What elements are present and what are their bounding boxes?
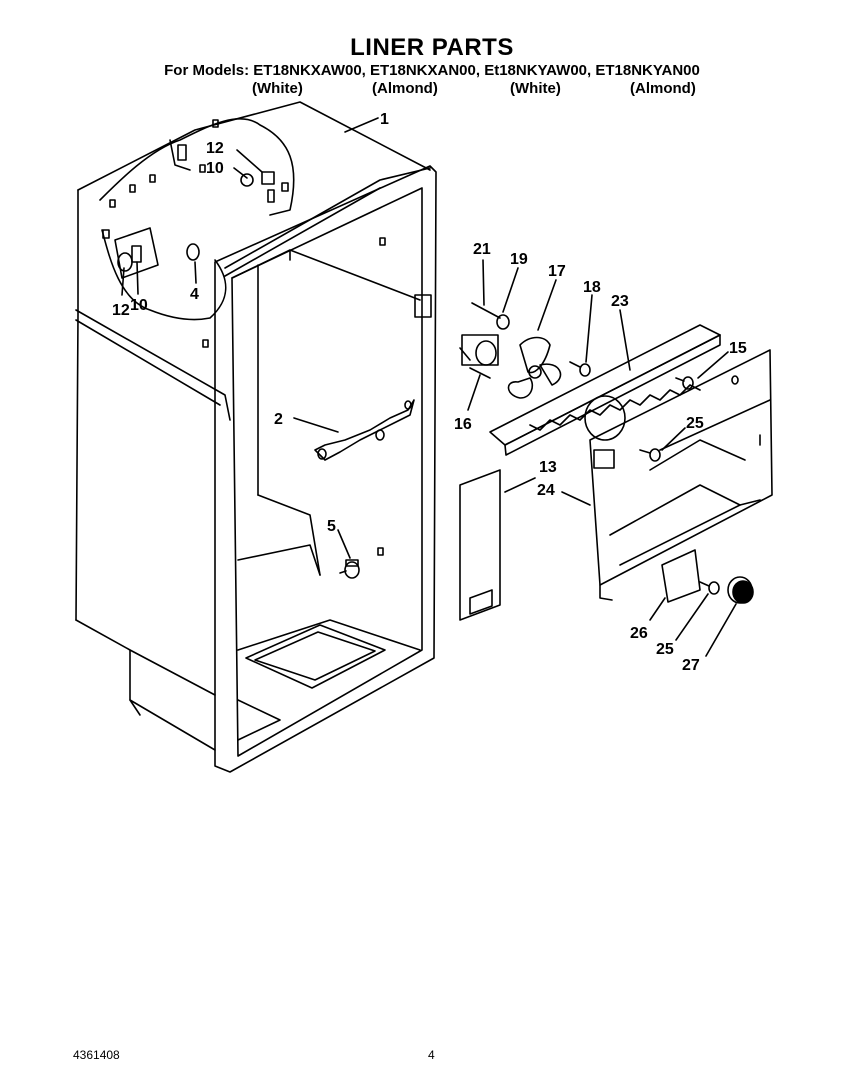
callout-1: 1 (380, 111, 389, 128)
callout-5: 5 (327, 518, 336, 535)
callout-21: 21 (473, 241, 491, 258)
callout-23: 23 (611, 293, 629, 310)
part-screw-25 (640, 449, 719, 594)
part-panel-13 (460, 470, 500, 620)
callout-24: 24 (537, 482, 555, 499)
callout-12-left: 12 (112, 302, 130, 319)
leader-lines (122, 118, 736, 656)
part-duct-23 (490, 325, 720, 455)
callout-2: 2 (274, 411, 283, 428)
callout-25-lower: 25 (656, 641, 674, 658)
part-screw-18 (570, 362, 590, 376)
liner-cabinet (76, 102, 436, 772)
callout-26: 26 (630, 625, 648, 642)
color-label-almond-2: (Almond) (630, 80, 696, 97)
color-label-white-2: (White) (510, 80, 561, 97)
callout-10-top: 10 (206, 160, 224, 177)
callout-17: 17 (548, 263, 566, 280)
page-number: 4 (428, 1048, 435, 1062)
page-title: LINER PARTS (350, 34, 514, 61)
callout-15: 15 (729, 340, 747, 357)
callout-16: 16 (454, 416, 472, 433)
document-number: 4361408 (73, 1048, 120, 1062)
callout-25-upper: 25 (686, 415, 704, 432)
fan-motor-assembly (460, 303, 561, 398)
callout-27: 27 (682, 657, 700, 674)
part-screw-15 (676, 377, 693, 389)
part-knob-27 (728, 577, 753, 603)
color-label-almond-1: (Almond) (372, 80, 438, 97)
model-list: For Models: ET18NKXAW00, ET18NKXAN00, Et… (164, 62, 700, 79)
callout-10-left: 10 (130, 297, 148, 314)
callout-4: 4 (190, 286, 199, 303)
callout-18: 18 (583, 279, 601, 296)
color-label-white-1: (White) (252, 80, 303, 97)
callout-12-top: 12 (206, 140, 224, 157)
callout-19: 19 (510, 251, 528, 268)
part-cover-24 (590, 350, 772, 600)
part-plate-26 (662, 550, 700, 602)
part-fastener (340, 560, 359, 578)
callout-13: 13 (539, 459, 557, 476)
part-rail (315, 400, 414, 460)
